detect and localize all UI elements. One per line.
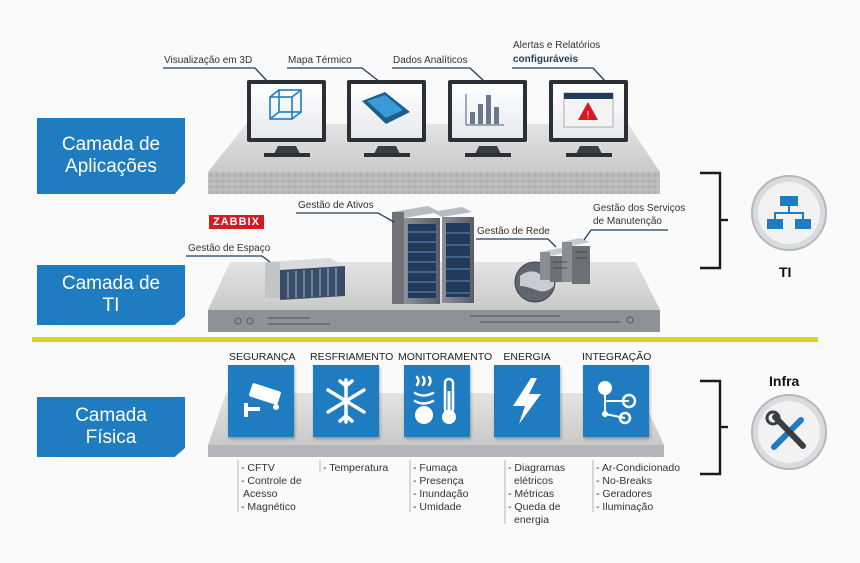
category-integration [583, 365, 649, 437]
app-label-heatmap: Mapa Térmico [288, 55, 352, 66]
category-title-monitoring: MONITORAMENTO [398, 351, 493, 363]
it-label-services-1: Gestão dos Serviços [593, 203, 686, 214]
category-security [228, 365, 294, 437]
list-item: - Geradores [596, 488, 653, 500]
layer-physical-label: Camada Física [37, 397, 185, 457]
category-energy [494, 365, 560, 437]
category-monitoring [404, 365, 470, 437]
applications-platform-side [208, 172, 660, 194]
list-item: - Umidade [413, 501, 462, 513]
list-item: - Inundação [413, 488, 469, 500]
it-label-network: Gestão de Rede [477, 226, 550, 237]
cooling-list: - Temperatura [323, 462, 388, 475]
monitor-analytics [448, 80, 527, 157]
app-label-alerts-2: configuráveis [513, 54, 579, 65]
list-item: - Ar-Condicionado [596, 462, 681, 474]
lightning-icon [513, 378, 541, 424]
category-title-security: SEGURANÇA [229, 351, 296, 363]
infra-label: Infra [769, 373, 800, 389]
monitor-heatmap [347, 80, 426, 157]
snowflake-icon [326, 378, 366, 424]
category-title-energy: ENERGIA [503, 351, 551, 363]
layer-applications-label: Camada de Aplicações [37, 118, 185, 194]
list-item: - Iluminação [596, 501, 654, 513]
infra-bracket [700, 379, 728, 476]
list-item: - No-Breaks [596, 475, 653, 487]
list-item: - Magnético [241, 501, 296, 513]
category-title-cooling: RESFRIAMENTO [310, 351, 394, 363]
list-item: - Controle de [241, 475, 302, 487]
list-item: - Fumaça [413, 462, 458, 474]
list-item: elétricos [514, 475, 554, 487]
app-label-3d: Visualização em 3D [164, 55, 253, 66]
physical-platform-side [208, 445, 664, 457]
ti-bracket [700, 171, 728, 270]
ti-label: TI [779, 264, 792, 280]
storage-enclosure [265, 258, 345, 300]
list-item: - Temperatura [323, 462, 389, 474]
server-racks [392, 206, 474, 304]
list-item: - CFTV [241, 462, 275, 474]
monitoring-list: - Fumaça - Presença - Inundação - Umidad… [413, 462, 468, 514]
it-label-space: Gestão de Espaço [188, 243, 271, 254]
security-list: - CFTV - Controle de Acesso - Magnético [241, 462, 302, 514]
energy-list: - Diagramas elétricos - Métricas - Queda… [508, 462, 565, 527]
monitor-alerts: ! [549, 80, 628, 157]
monitor-3d [247, 80, 326, 157]
app-label-alerts: Alertas e Relatórios [513, 40, 601, 51]
thermometer-icon [413, 375, 456, 424]
network-hierarchy-icon [751, 175, 827, 251]
list-item: - Métricas [508, 488, 555, 500]
list-item: - Diagramas [508, 462, 566, 474]
tools-icon [751, 394, 827, 470]
list-item: - Presença [413, 475, 464, 487]
category-cooling [313, 365, 379, 437]
it-label-services-2: de Manutenção [593, 216, 662, 227]
list-item: energia [514, 514, 550, 526]
zabbix-logo: ZABBIX [209, 215, 264, 229]
maintenance-servers [540, 238, 590, 284]
category-title-integration: INTEGRAÇÃO [582, 351, 652, 363]
list-item: Acesso [243, 488, 278, 500]
list-item: - Queda de [508, 501, 561, 513]
integration-list: - Ar-Condicionado - No-Breaks - Geradore… [596, 462, 680, 514]
app-label-analytics: Dados Analíticos [393, 55, 468, 66]
it-label-assets: Gestão de Ativos [298, 200, 374, 211]
it-platform-side [208, 310, 660, 332]
integration-nodes-icon [598, 381, 637, 425]
layer-it-label: Camada de TI [37, 265, 185, 325]
layer-divider [32, 337, 818, 342]
cctv-camera-icon [244, 383, 281, 417]
svg-text:!: ! [587, 110, 590, 121]
